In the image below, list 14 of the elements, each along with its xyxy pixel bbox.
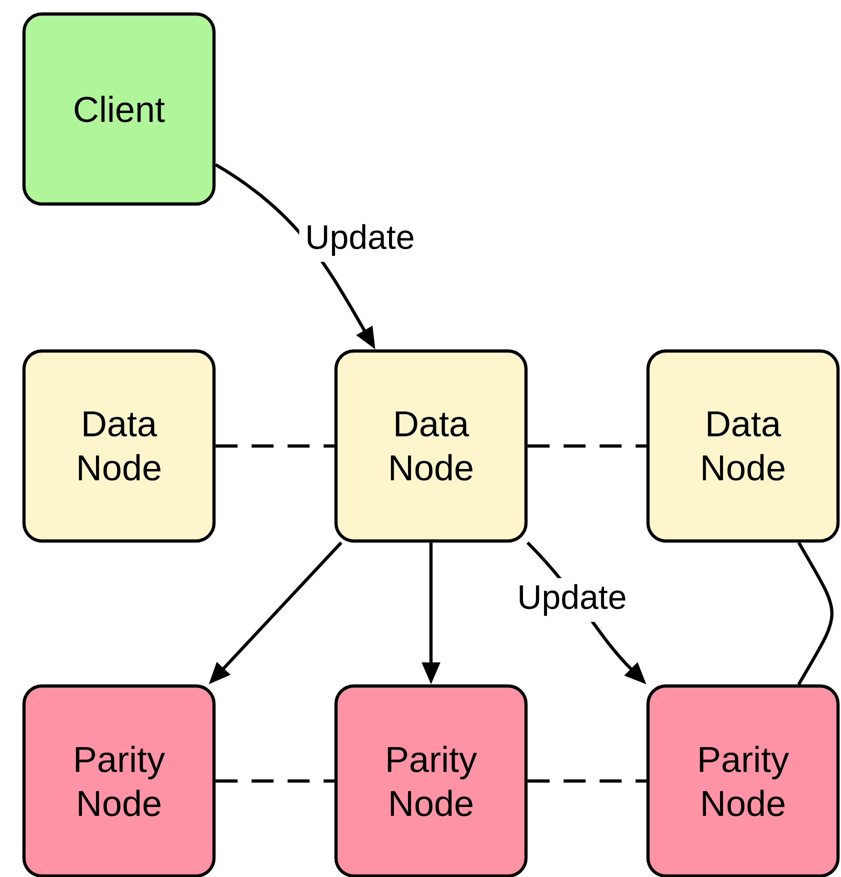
process-box: Parity Node [22,684,216,877]
process-box: Data Node [334,349,528,543]
connector-line [216,444,334,448]
process-box: Client [22,12,216,206]
process-box: Data Node [22,349,216,543]
connector-line [528,444,646,448]
process-box: Data Node [646,349,840,543]
connector-line [216,779,334,783]
edge-label: Update [299,218,421,262]
process-box: Parity Node [334,684,528,877]
edge-label: Update [511,578,633,622]
connector-line [528,779,646,783]
process-box: Parity Node [646,684,840,877]
connector-line [797,542,834,686]
